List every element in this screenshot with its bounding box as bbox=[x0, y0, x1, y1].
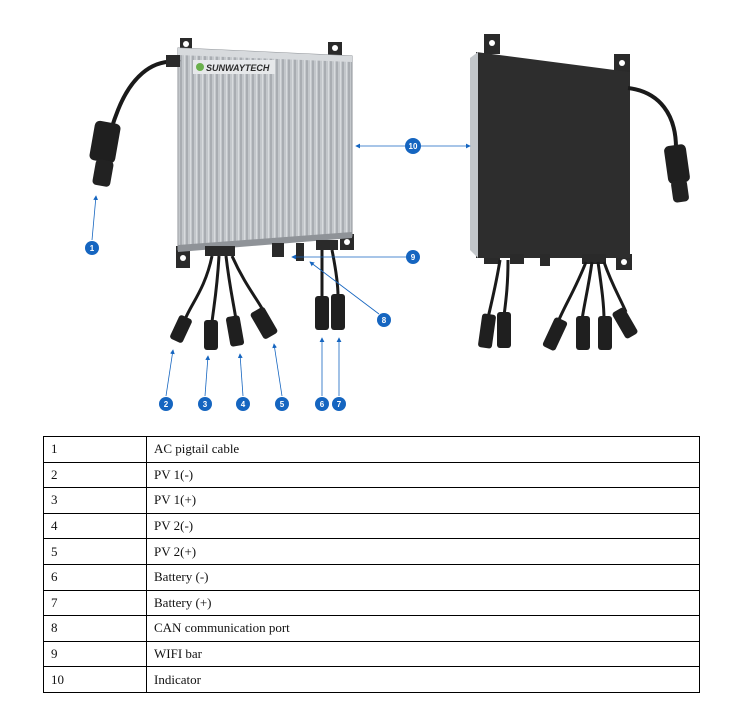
row-number: 3 bbox=[43, 487, 147, 514]
callout-badges: 1 2 3 4 5 6 7 8 9 10 bbox=[85, 138, 421, 411]
callout-6: 6 bbox=[315, 397, 329, 411]
svg-text:5: 5 bbox=[280, 400, 285, 409]
row-description: PV 2(-) bbox=[146, 512, 700, 540]
svg-text:1: 1 bbox=[90, 244, 95, 253]
callout-10: 10 bbox=[405, 138, 421, 154]
callout-5: 5 bbox=[275, 397, 289, 411]
ac-pigtail-cable-rear bbox=[627, 86, 678, 149]
battery-cables bbox=[320, 249, 340, 298]
pv-cables bbox=[182, 255, 266, 323]
rear-plate bbox=[476, 52, 630, 258]
inverter-housing bbox=[177, 47, 353, 251]
row-description: Battery (+) bbox=[146, 589, 700, 617]
svg-text:6: 6 bbox=[320, 400, 325, 409]
row-description: PV 1(-) bbox=[146, 461, 700, 489]
row-number: 1 bbox=[43, 436, 147, 463]
ac-connector bbox=[89, 120, 121, 187]
table-row: 3 PV 1(+) bbox=[43, 487, 700, 514]
product-figure: SUNWAYTECH bbox=[85, 34, 690, 411]
row-number: 8 bbox=[43, 615, 147, 642]
row-number: 4 bbox=[43, 512, 147, 540]
callout-3: 3 bbox=[198, 397, 212, 411]
callout-1: 1 bbox=[85, 241, 99, 255]
row-description: PV 2(+) bbox=[146, 538, 700, 565]
row-description: Battery (-) bbox=[146, 563, 700, 591]
svg-text:9: 9 bbox=[411, 253, 416, 262]
legend-table-body: 1 AC pigtail cable 2 PV 1(-) 3 PV 1(+) 4… bbox=[43, 436, 700, 693]
callout-8: 8 bbox=[377, 313, 391, 327]
row-number: 5 bbox=[43, 538, 147, 565]
callout-9: 9 bbox=[406, 250, 420, 264]
front-view: SUNWAYTECH bbox=[89, 38, 354, 350]
svg-text:4: 4 bbox=[241, 400, 246, 409]
table-row: 9 WIFI bar bbox=[43, 640, 700, 668]
svg-text:2: 2 bbox=[164, 400, 169, 409]
table-row: 7 Battery (+) bbox=[43, 589, 700, 617]
svg-text:3: 3 bbox=[203, 400, 208, 409]
component-legend-table: 1 AC pigtail cable 2 PV 1(-) 3 PV 1(+) 4… bbox=[43, 436, 700, 693]
row-number: 9 bbox=[43, 640, 147, 668]
side-edge bbox=[470, 52, 478, 258]
brand-logo: SUNWAYTECH bbox=[193, 60, 275, 74]
table-row: 10 Indicator bbox=[43, 666, 700, 693]
svg-text:7: 7 bbox=[337, 400, 342, 409]
battery-connectors bbox=[315, 294, 345, 330]
row-description: Indicator bbox=[146, 666, 700, 693]
svg-text:10: 10 bbox=[409, 142, 418, 151]
table-row: 1 AC pigtail cable bbox=[43, 436, 700, 463]
svg-text:8: 8 bbox=[382, 316, 387, 325]
callout-lines bbox=[91, 143, 471, 397]
row-number: 6 bbox=[43, 563, 147, 591]
callout-2: 2 bbox=[159, 397, 173, 411]
brand-name: SUNWAYTECH bbox=[206, 63, 270, 73]
table-row: 2 PV 1(-) bbox=[43, 461, 700, 489]
row-number: 7 bbox=[43, 589, 147, 617]
callout-7: 7 bbox=[332, 397, 346, 411]
row-description: AC pigtail cable bbox=[146, 436, 700, 463]
row-number: 10 bbox=[43, 666, 147, 693]
row-description: WIFI bar bbox=[146, 640, 700, 668]
row-description: PV 1(+) bbox=[146, 487, 700, 514]
table-row: 5 PV 2(+) bbox=[43, 538, 700, 565]
pv-connectors bbox=[170, 307, 278, 350]
row-number: 2 bbox=[43, 461, 147, 489]
callout-4: 4 bbox=[236, 397, 250, 411]
table-row: 8 CAN communication port bbox=[43, 615, 700, 642]
rear-view bbox=[470, 34, 690, 351]
row-description: CAN communication port bbox=[146, 615, 700, 642]
table-row: 6 Battery (-) bbox=[43, 563, 700, 591]
table-row: 4 PV 2(-) bbox=[43, 512, 700, 540]
